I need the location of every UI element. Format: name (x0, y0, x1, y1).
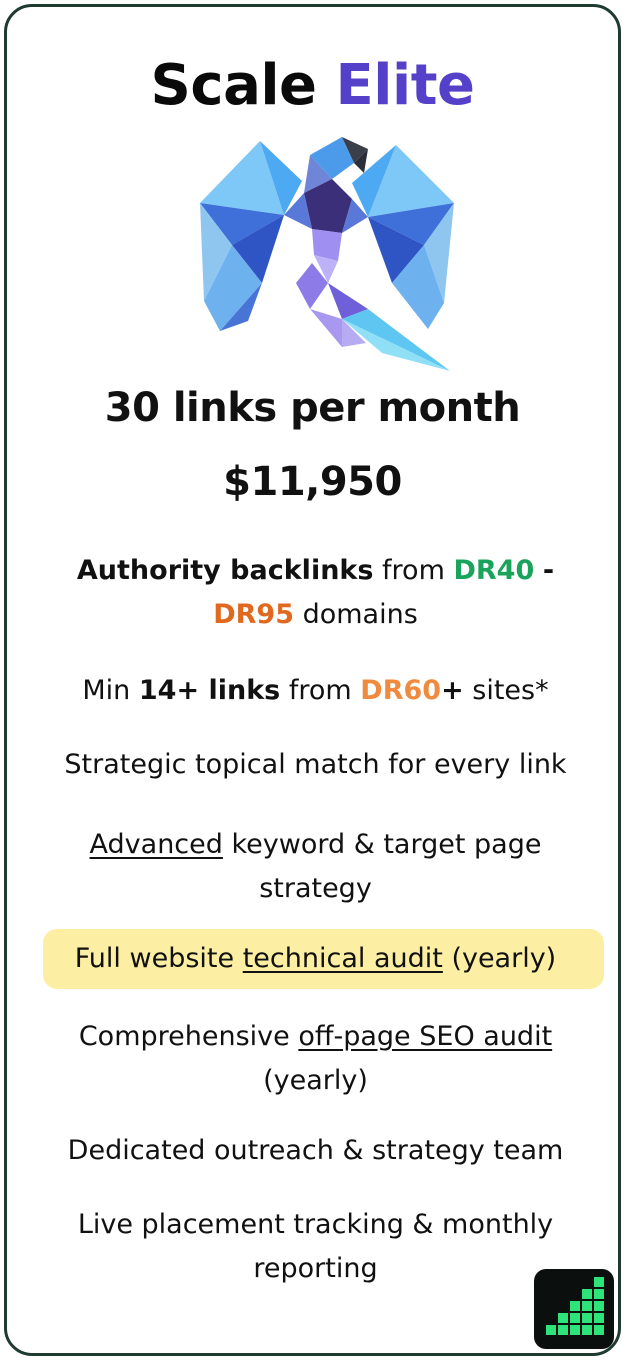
advanced-underlined-text: Advanced (89, 829, 223, 860)
pricing-card: Scale Elite 30 links per (4, 4, 621, 1356)
bar-chart-icon (546, 1277, 604, 1335)
feature-text: Full website (74, 943, 235, 974)
plan-name-prefix: Scale (150, 53, 318, 118)
feature-text: from (288, 675, 352, 706)
feature-highlight-background (43, 929, 604, 989)
origami-parrot-logo-icon (200, 137, 454, 371)
bar-chart-badge-icon (534, 1269, 614, 1349)
plan-title: Scale Elite (7, 53, 618, 118)
feature-text: Comprehensive (78, 1021, 290, 1052)
feature-text: from (382, 555, 445, 586)
feature-live-tracking: Live placement tracking & monthly report… (77, 1209, 554, 1284)
plan-price: $11,950 (223, 459, 402, 505)
feature-text: sites* (472, 675, 549, 706)
feature-authority-backlinks: Authority backlinks from DR40 - DR95 doma… (37, 549, 594, 637)
feature-text: (yearly) (263, 1065, 368, 1096)
dr-high-value: DR95 (213, 599, 294, 630)
feature-bold-text: Authority backlinks (76, 555, 374, 586)
links-per-month: 30 links per month (104, 385, 521, 431)
feature-text: (yearly) (451, 943, 557, 974)
feature-keyword-strategy: Advanced keyword & target page strategy (67, 823, 564, 911)
feature-min-links: Min 14+ links from DR60+ sites* (37, 669, 594, 713)
feature-technical-audit: Full website technical audit (yearly) (37, 937, 594, 981)
offpage-seo-audit-link[interactable]: off-page SEO audit (298, 1021, 553, 1052)
dr-low-value: DR40 (453, 555, 535, 586)
dr-min-value: DR60 (360, 675, 442, 706)
feature-text: Min (82, 675, 131, 706)
feature-offpage-audit: Comprehensive off-page SEO audit (yearly… (37, 1015, 594, 1103)
feature-bold-text: 14+ links (138, 675, 281, 706)
feature-plus: + (441, 675, 464, 706)
feature-text: domains (302, 599, 418, 630)
plan-name-accent: Elite (335, 53, 475, 118)
feature-text: keyword & target page strategy (231, 829, 542, 904)
technical-audit-link[interactable]: technical audit (242, 943, 443, 974)
feature-topical-match: Strategic topical match for every link (64, 749, 567, 780)
feature-dash: - (542, 555, 555, 586)
feature-dedicated-team: Dedicated outreach & strategy team (67, 1135, 564, 1166)
